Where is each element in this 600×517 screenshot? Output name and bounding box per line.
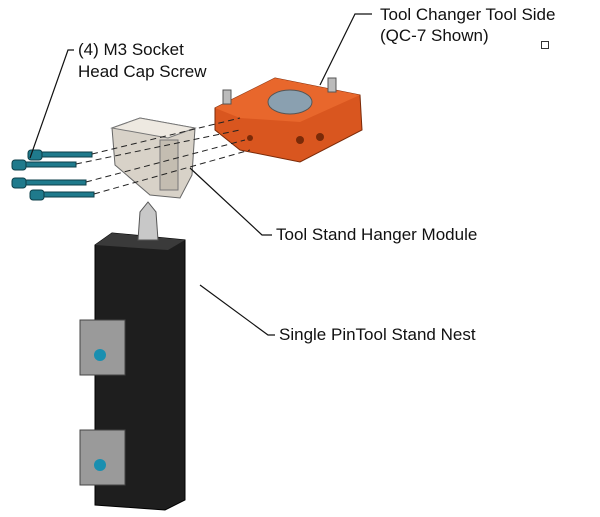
label-tool-changer: Tool Changer Tool Side [380,5,556,24]
label-hanger-module: Tool Stand Hanger Module [276,225,478,244]
screws [11,149,95,201]
assembly-lines [75,117,251,195]
tool-changer-plate [214,77,363,163]
hanger-module [110,117,197,199]
label-stand-nest: Single PinTool Stand Nest [279,325,476,344]
small-square-marker [541,41,549,49]
leader-lines [29,13,372,336]
stand-nest [79,201,186,511]
label-tool-changer-model: (QC-7 Shown) [380,26,489,45]
label-screw-qty: (4) M3 Socket [78,40,184,59]
label-screw-type: Head Cap Screw [78,62,207,81]
